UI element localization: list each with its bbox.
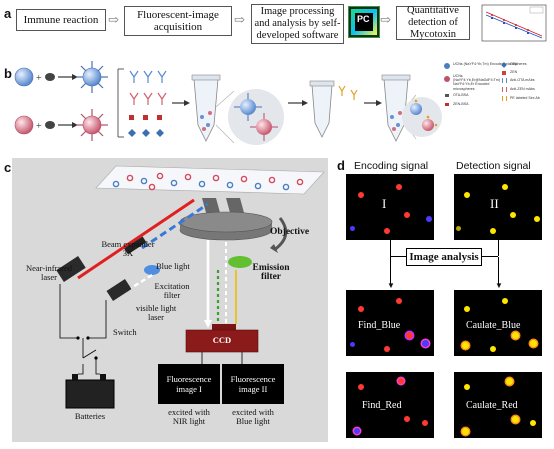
legend-ota-bsa: OTA-BSA: [453, 93, 469, 97]
label-emission-filter: Emission filter: [252, 263, 290, 282]
panel-d-letter: d: [337, 158, 345, 173]
connector-line: [482, 256, 498, 257]
find-blue-label: Find_Blue: [358, 320, 401, 331]
arrow-down-icon: ▼: [387, 281, 395, 290]
encoding-image-label: I: [382, 196, 387, 211]
legend-swatch-blue-microsphere: [444, 63, 450, 69]
connector-line: [498, 257, 499, 285]
label-excited-nir: excited with NIR light: [168, 407, 210, 426]
label-nir-laser: Near-infrared laser: [25, 263, 73, 282]
caulate-blue-image: Caulate_Blue: [454, 290, 542, 356]
detection-signal-heading: Detection signal: [456, 160, 531, 172]
find-blue-image: Find_Blue: [346, 290, 434, 356]
connector-line: [498, 240, 499, 256]
caulate-blue-label: Caulate_Blue: [466, 320, 521, 331]
find-red-image: Find_Red: [346, 372, 434, 438]
label-blue-light: Blue light: [156, 261, 190, 271]
panel-c-letter: c: [4, 160, 12, 175]
calibration-plot-thumbnail: [481, 4, 547, 42]
svg-text:+: +: [36, 121, 42, 132]
find-red-label: Find_Red: [362, 400, 402, 411]
connector-line: [390, 256, 406, 257]
legend-blue-microsphere: UCNs (NaYF4:Yb,Tm) Encoded microspheres: [453, 62, 527, 66]
caulate-red-label: Caulate_Red: [466, 400, 518, 411]
encoding-signal-image: I: [346, 174, 434, 240]
image-analysis-box: Image analysis: [406, 248, 482, 266]
legend-swatch-pe-sec-ab: [502, 96, 507, 101]
encoding-signal-heading: Encoding signal: [354, 160, 429, 172]
legend-swatch-anti-zen: [502, 87, 507, 92]
svg-text:+: +: [36, 73, 42, 84]
immunoassay-diagram: + +: [14, 61, 442, 145]
legend-anti-ota: Anti-OTA mAbs: [510, 78, 535, 82]
legend-pe-sec-ab: PE labeled Sec Ab: [510, 96, 540, 100]
label-switch: Switch: [113, 327, 137, 337]
flow-step-immune-reaction: Immune reaction: [16, 9, 106, 31]
label-excited-blue: excited with Blue light: [232, 407, 274, 426]
legend-zen-bsa: ZEN-BSA: [453, 102, 469, 106]
legend-swatch-zen: [502, 71, 506, 75]
flow-step-image-processing: Image processing and analysis by self-de…: [251, 4, 344, 44]
legend-swatch-red-microsphere: [444, 76, 450, 82]
label-batteries: Batteries: [74, 411, 106, 421]
legend-swatch-anti-ota: [502, 78, 507, 83]
flow-arrow-icon: ⇨: [234, 12, 245, 27]
connector-line: [390, 257, 391, 285]
flow-arrow-icon: ⇨: [380, 12, 391, 27]
fluorescence-image-1-box: Fluorescence image I: [158, 364, 220, 404]
panel-b-legend: UCNs (NaYF4:Yb,Tm) Encoded microspheres …: [444, 62, 552, 154]
label-ccd: CCD: [212, 335, 232, 345]
panel-a-letter: a: [4, 6, 12, 21]
label-beam-expander: Beam expander 3X: [101, 239, 155, 258]
fluorescence-image-2-box: Fluorescence image II: [222, 364, 284, 404]
arrow-down-icon: ▼: [495, 281, 503, 290]
optical-setup-diagram: [56, 165, 325, 409]
flow-step-quantitative-detection: Quantitative detection of Mycotoxin: [396, 5, 470, 40]
pycharm-logo-icon: PC: [348, 6, 380, 38]
detection-signal-image: II: [454, 174, 542, 240]
label-objective: Objective: [270, 227, 310, 237]
flow-step-image-acquisition: Fluorescent-image acquisition: [124, 6, 232, 36]
legend-red-microsphere: UCNs (NaYF4:Yb,Er@NaGdF4:Tm) NaYF4:Yb,Er…: [453, 74, 500, 91]
legend-zen: ZEN: [510, 70, 518, 74]
flow-arrow-icon: ⇨: [108, 12, 119, 27]
detection-image-label: II: [490, 196, 499, 211]
label-excitation-filter: Excitation filter: [154, 281, 190, 300]
label-visible-laser: visible light laser: [135, 303, 177, 322]
legend-swatch-zen-bsa: [445, 103, 449, 106]
panel-b-letter: b: [4, 66, 12, 81]
legend-anti-zen: Anti-ZEN mAbs: [510, 87, 535, 91]
legend-swatch-ota-bsa: [445, 94, 449, 97]
connector-line: [390, 240, 391, 256]
legend-ota: OTA: [510, 62, 518, 66]
caulate-red-image: Caulate_Red: [454, 372, 542, 438]
pycharm-logo-text: PC: [357, 14, 370, 24]
